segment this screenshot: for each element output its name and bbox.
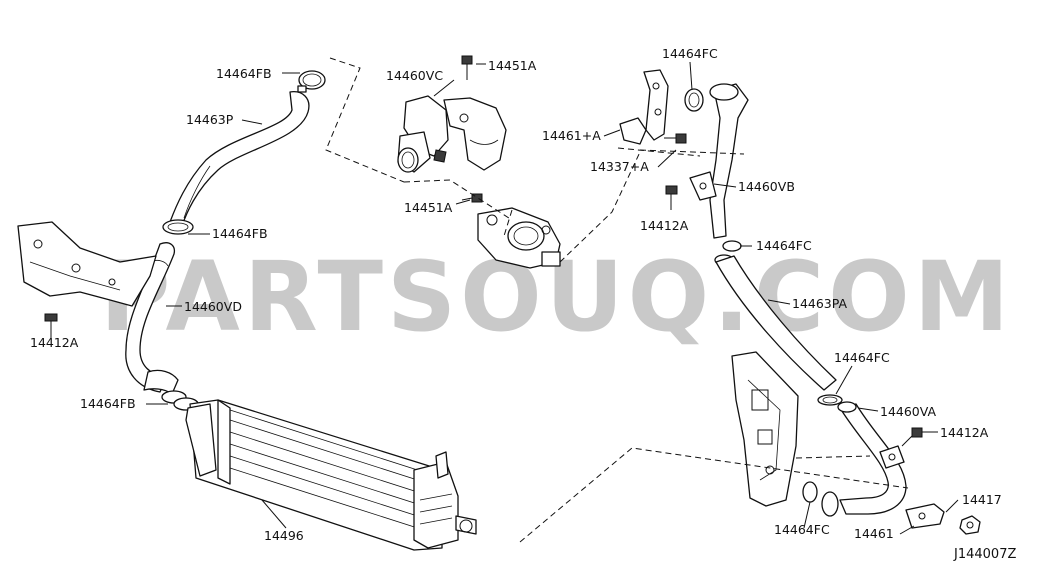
label-14463pa: 14463PA xyxy=(792,296,848,311)
label-14451a-mid: 14451A xyxy=(404,200,453,215)
label-14464fc-right: 14464FC xyxy=(834,350,890,365)
label-14412a-right: 14412A xyxy=(940,425,989,440)
label-14460vd: 14460VD xyxy=(184,299,242,314)
label-14464fc-mid: 14464FC xyxy=(756,238,812,253)
nut-14417[interactable] xyxy=(959,515,981,535)
diagram-reference-code: J144007Z xyxy=(953,547,1016,562)
throttle-body[interactable] xyxy=(477,207,561,269)
clamp-14464fb-mid[interactable] xyxy=(162,219,194,235)
intercooler-14496[interactable] xyxy=(185,399,477,551)
label-14463p: 14463P xyxy=(186,112,234,127)
label-14461: 14461 xyxy=(854,526,894,541)
valve-14460vc[interactable] xyxy=(397,95,507,173)
bracket-left[interactable] xyxy=(17,221,157,307)
label-14461a: 14461+A xyxy=(542,128,601,143)
label-14464fc-bottom: 14464FC xyxy=(774,522,830,537)
bolt-14412a-mid[interactable] xyxy=(665,185,678,210)
label-14460vb: 14460VB xyxy=(738,179,795,194)
label-14496: 14496 xyxy=(264,528,304,543)
bracket-14461a[interactable] xyxy=(619,69,669,145)
bolt-14412a-left[interactable] xyxy=(44,313,58,334)
hose-14463p[interactable] xyxy=(169,91,310,227)
label-14337a: 14337+A xyxy=(590,159,649,174)
label-14460va: 14460VA xyxy=(880,404,937,419)
label-14412a-left: 14412A xyxy=(30,335,79,350)
bracket-14461[interactable] xyxy=(905,503,945,529)
hose-14463pa[interactable] xyxy=(715,255,837,391)
label-14451a-top: 14451A xyxy=(488,58,537,73)
label-14464fc-top: 14464FC xyxy=(662,46,718,61)
label-14464fb-mid: 14464FB xyxy=(212,226,268,241)
clamp-14464fc-top[interactable] xyxy=(684,88,704,112)
pipe-14460vb[interactable] xyxy=(689,83,749,239)
bolt-14412a-right[interactable] xyxy=(901,427,923,447)
bolt-14337a[interactable] xyxy=(664,133,687,144)
pipe-14460va[interactable] xyxy=(837,401,907,515)
clamp-14464fc-right[interactable] xyxy=(817,394,843,406)
label-14412a-mid: 14412A xyxy=(640,218,689,233)
bolt-14451a-top[interactable] xyxy=(461,55,486,80)
label-14464fb-low: 14464FB xyxy=(80,396,136,411)
bolt-14451a-mid[interactable] xyxy=(461,193,483,203)
label-14464fb-top: 14464FB xyxy=(216,66,272,81)
label-14417: 14417 xyxy=(962,492,1002,507)
label-14460vc: 14460VC xyxy=(386,68,443,83)
clamp-14464fb-top[interactable] xyxy=(297,70,326,93)
bracket-right[interactable] xyxy=(731,351,799,507)
